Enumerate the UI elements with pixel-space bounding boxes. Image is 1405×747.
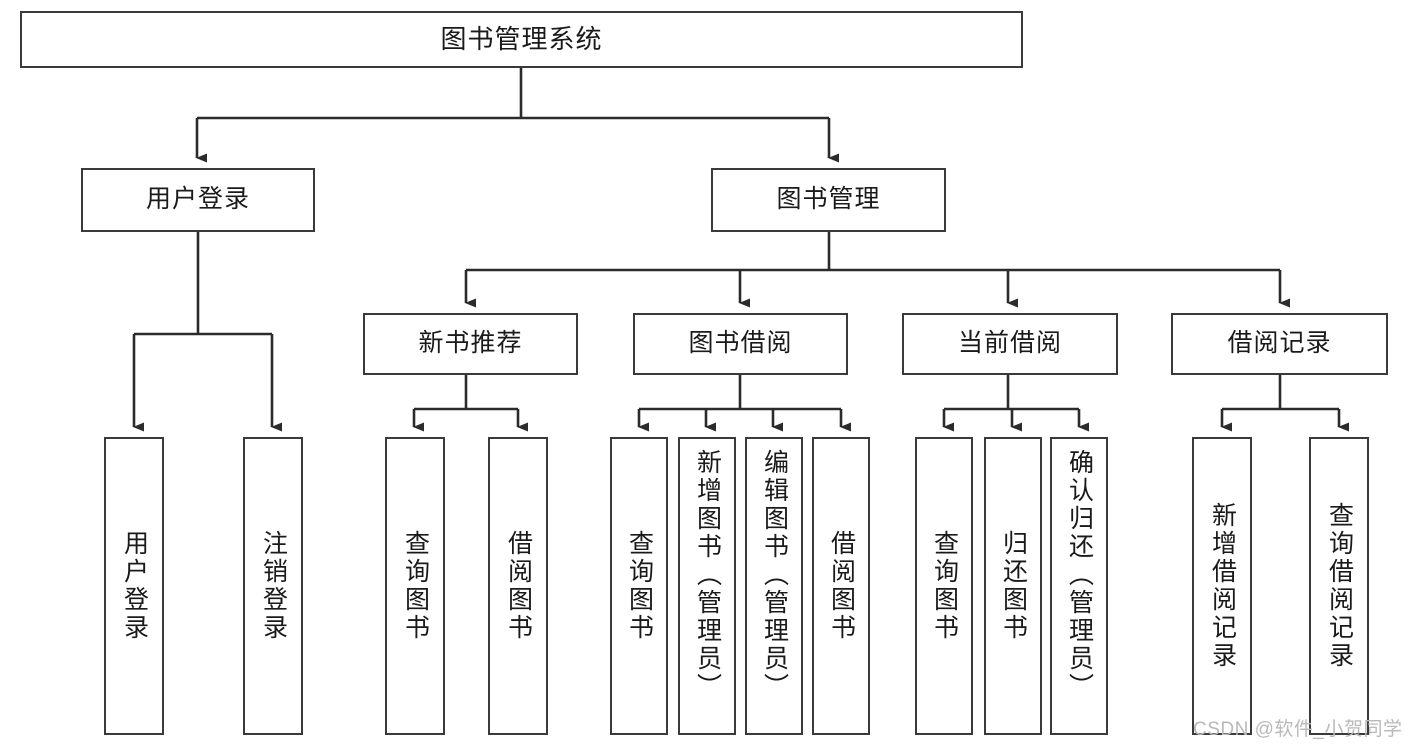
node-label: 注销登录 xyxy=(259,530,288,642)
node-label: 新增图书（管理员） xyxy=(693,449,722,701)
node-current-borrow[interactable]: 当前借阅 xyxy=(902,313,1118,375)
leaf-new-book-borrow-book[interactable]: 借阅图书 xyxy=(488,437,548,735)
leaf-current-borrow-confirm-return-admin[interactable]: 确认归还（管理员） xyxy=(1050,437,1108,735)
node-label: 借阅图书 xyxy=(827,530,856,642)
node-label: 新书推荐 xyxy=(418,329,523,358)
node-label: 图书管理 xyxy=(776,185,881,214)
leaf-user-login[interactable]: 用户登录 xyxy=(104,437,164,735)
node-user-login[interactable]: 用户登录 xyxy=(81,168,315,232)
leaf-current-borrow-query-book[interactable]: 查询图书 xyxy=(915,437,973,735)
leaf-book-borrow-borrow-book[interactable]: 借阅图书 xyxy=(812,437,870,735)
node-label: 查询借阅记录 xyxy=(1325,502,1354,670)
leaf-book-borrow-add-book-admin[interactable]: 新增图书（管理员） xyxy=(678,437,736,735)
node-label: 用户登录 xyxy=(145,185,250,214)
leaf-current-borrow-return-book[interactable]: 归还图书 xyxy=(984,437,1042,735)
leaf-borrow-records-add-record[interactable]: 新增借阅记录 xyxy=(1192,437,1252,735)
node-book-borrow[interactable]: 图书借阅 xyxy=(633,313,848,375)
node-label: 用户登录 xyxy=(120,530,149,642)
leaf-new-book-query-book[interactable]: 查询图书 xyxy=(385,437,445,735)
node-label: 新增借阅记录 xyxy=(1208,502,1237,670)
node-label: 归还图书 xyxy=(999,530,1028,642)
node-root-book-management-system[interactable]: 图书管理系统 xyxy=(20,11,1023,68)
leaf-book-borrow-edit-book-admin[interactable]: 编辑图书（管理员） xyxy=(745,437,803,735)
node-label: 借阅记录 xyxy=(1227,329,1332,358)
node-label: 借阅图书 xyxy=(504,530,533,642)
leaf-book-borrow-query-book[interactable]: 查询图书 xyxy=(610,437,668,735)
csdn-watermark: CSDN @软件_小贺同学 xyxy=(1193,719,1403,740)
node-label: 图书借阅 xyxy=(688,329,793,358)
node-label: 确认归还（管理员） xyxy=(1065,449,1094,701)
leaf-logout[interactable]: 注销登录 xyxy=(243,437,303,735)
node-label: 图书管理系统 xyxy=(440,24,603,55)
node-new-book-recommend[interactable]: 新书推荐 xyxy=(363,313,578,375)
node-label: 查询图书 xyxy=(401,530,430,642)
node-label: 查询图书 xyxy=(930,530,959,642)
leaf-borrow-records-query-record[interactable]: 查询借阅记录 xyxy=(1309,437,1369,735)
node-borrow-records[interactable]: 借阅记录 xyxy=(1171,313,1388,375)
node-label: 当前借阅 xyxy=(957,329,1062,358)
node-label: 查询图书 xyxy=(625,530,654,642)
node-label: 编辑图书（管理员） xyxy=(760,449,789,701)
node-book-management[interactable]: 图书管理 xyxy=(711,168,946,232)
